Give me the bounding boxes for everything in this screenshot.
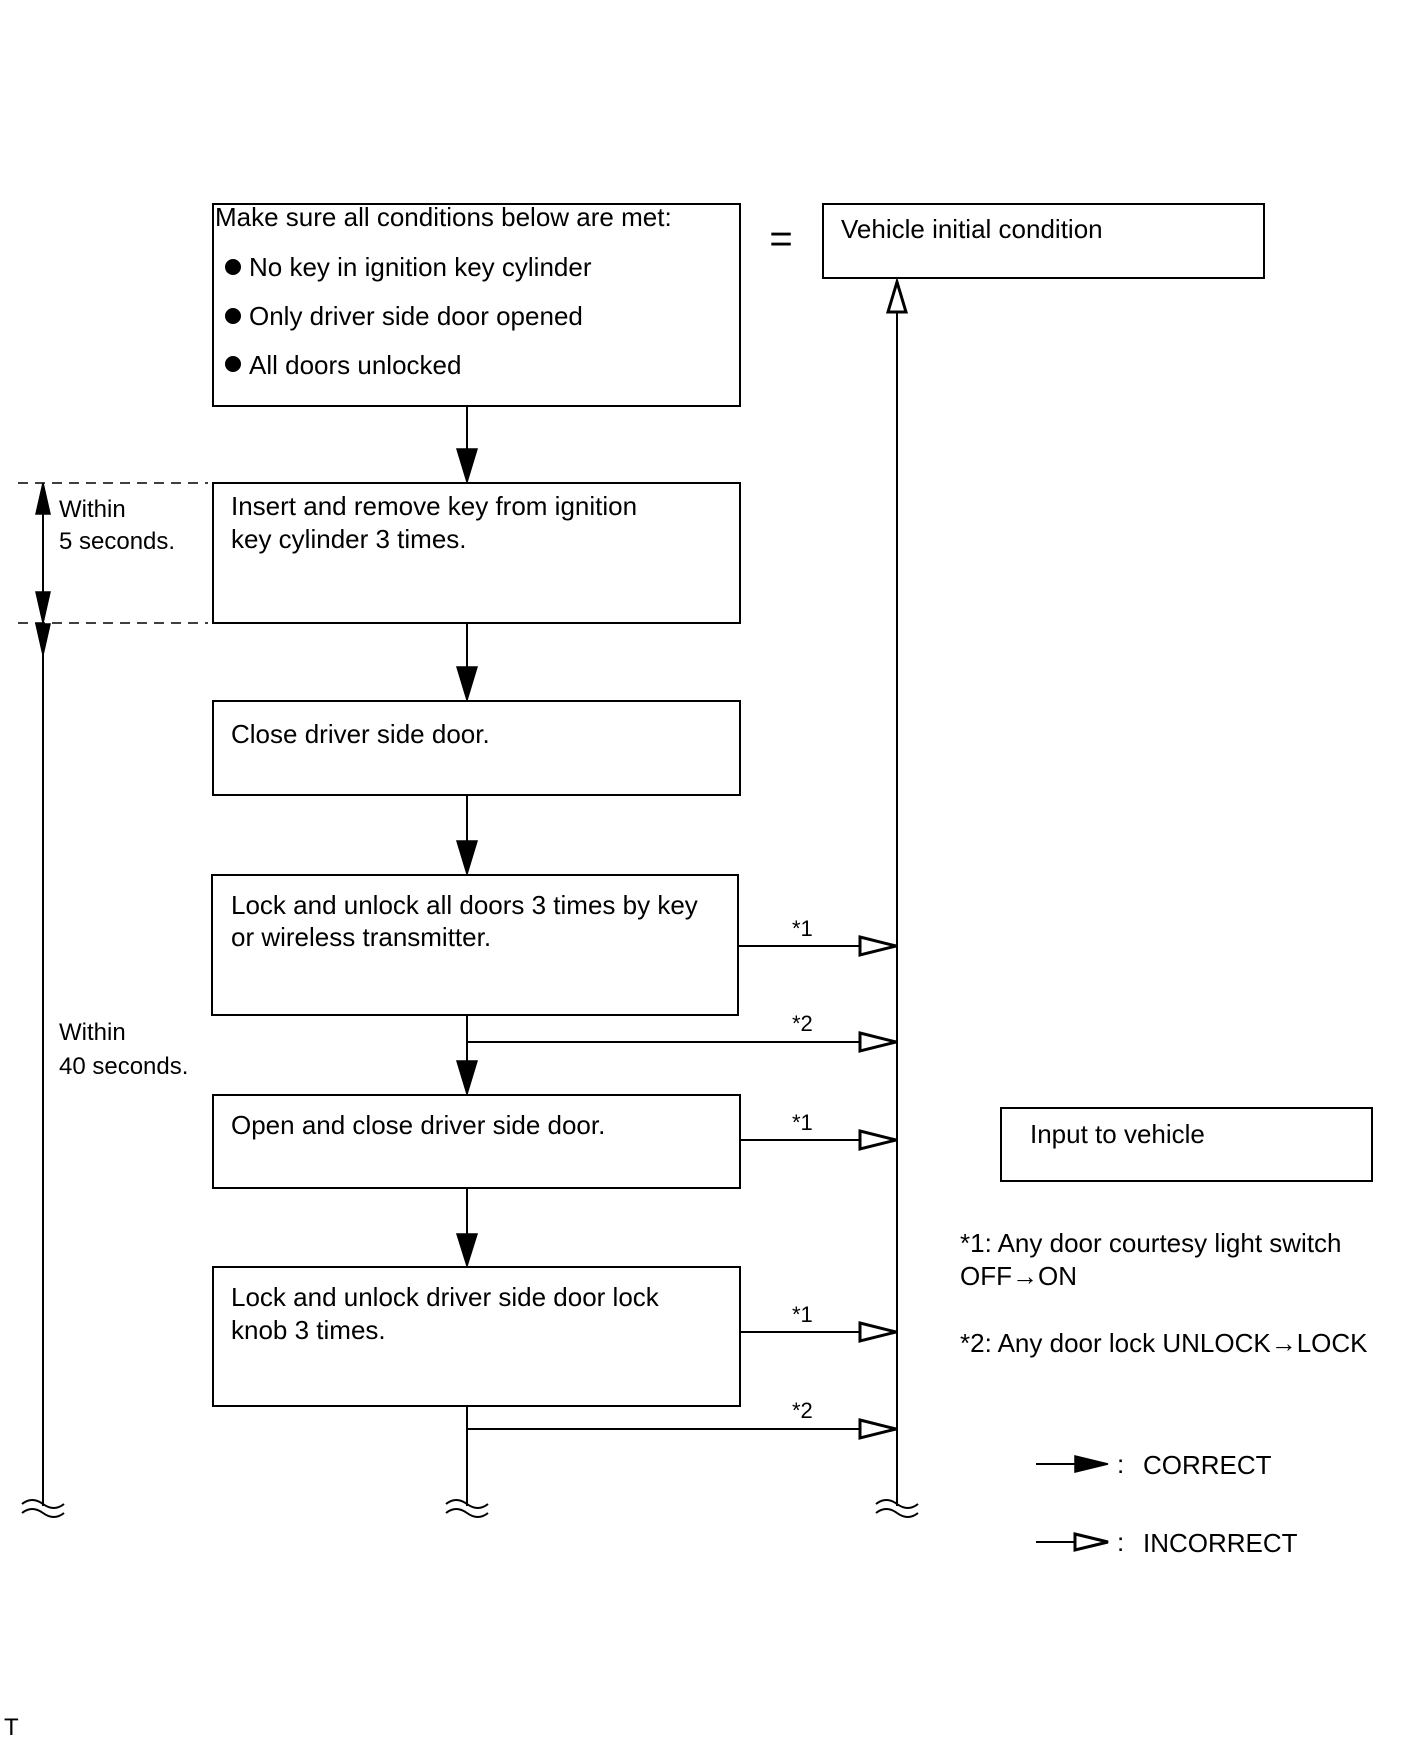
dimension-arrow-up-icon	[35, 623, 51, 656]
legend-correct: : CORRECT	[1036, 1449, 1272, 1480]
step-text: Open and close driver side door.	[231, 1110, 605, 1140]
footnote-text: *1: Any door courtesy light switch	[960, 1228, 1342, 1258]
step-box-insert-remove-key: Insert and remove key from ignition key …	[212, 482, 741, 624]
step-text: Close driver side door.	[231, 719, 490, 749]
branch-label: *2	[792, 1398, 813, 1423]
dimension-arrow-down-icon	[35, 591, 51, 624]
incorrect-arrowhead-icon	[858, 1031, 897, 1053]
conditions-heading: Make sure all conditions below are met:	[215, 202, 672, 232]
vehicle-initial-condition-box: Vehicle initial condition	[822, 203, 1265, 279]
incorrect-branch-1: *1	[738, 916, 897, 957]
timing-label: Within	[59, 1019, 126, 1046]
legend: : CORRECT : INCORRECT	[1036, 1449, 1298, 1558]
step-text: Lock and unlock all doors 3 times by key	[231, 890, 698, 920]
vehicle-initial-condition-label: Vehicle initial condition	[841, 214, 1103, 244]
incorrect-arrowhead-icon	[858, 935, 897, 957]
break-mark-icon	[21, 1508, 65, 1518]
step-text: or wireless transmitter.	[231, 922, 491, 952]
branch-label: *1	[792, 1302, 813, 1327]
step-box-lock-unlock-knob: Lock and unlock driver side door lock kn…	[212, 1266, 741, 1407]
footnotes: *1: Any door courtesy light switch OFF→O…	[960, 1228, 1368, 1358]
correct-arrowhead-icon	[455, 1060, 479, 1097]
solid-arrow-icon	[1074, 1455, 1109, 1473]
timing-label: Within	[59, 496, 126, 523]
incorrect-return-line	[885, 276, 909, 1506]
correct-arrowhead-icon	[455, 840, 479, 877]
correct-arrowhead-icon	[455, 1233, 479, 1269]
legend-separator: :	[1117, 1527, 1124, 1557]
timing-label: 5 seconds.	[59, 528, 175, 555]
correct-arrowhead-icon	[455, 666, 479, 703]
step-text: knob 3 times.	[231, 1315, 386, 1345]
incorrect-arrowhead-icon	[885, 276, 909, 314]
corner-mark: T	[4, 1714, 19, 1741]
equals-sign: =	[769, 217, 792, 261]
legend-separator: :	[1117, 1449, 1124, 1479]
bullet-icon	[225, 308, 241, 324]
footnote-text: OFF→ON	[960, 1261, 1077, 1291]
step-text: key cylinder 3 times.	[231, 524, 467, 554]
legend-label: CORRECT	[1143, 1450, 1272, 1480]
condition-item: Only driver side door opened	[249, 301, 583, 331]
hollow-arrow-icon	[1073, 1532, 1109, 1552]
step-box-open-close-door: Open and close driver side door.	[212, 1094, 741, 1189]
footnote-text: *2: Any door lock UNLOCK→LOCK	[960, 1328, 1368, 1358]
step-box-lock-unlock-all-doors: Lock and unlock all doors 3 times by key…	[211, 874, 739, 1016]
incorrect-branch-4: *1	[740, 1302, 897, 1343]
incorrect-arrowhead-icon	[858, 1418, 897, 1440]
timing-label: 40 seconds.	[59, 1053, 188, 1080]
legend-incorrect: : INCORRECT	[1036, 1527, 1298, 1558]
break-mark-icon	[445, 1499, 489, 1509]
bullet-icon	[225, 259, 241, 275]
condition-item: All doors unlocked	[249, 350, 461, 380]
timing-40-seconds: Within 40 seconds.	[35, 623, 188, 1506]
legend-label: INCORRECT	[1143, 1528, 1298, 1558]
bullet-icon	[225, 356, 241, 372]
break-marks	[21, 1499, 919, 1518]
condition-item: No key in ignition key cylinder	[249, 252, 592, 282]
incorrect-arrowhead-icon	[858, 1129, 897, 1151]
break-mark-icon	[21, 1499, 65, 1509]
break-mark-icon	[875, 1508, 919, 1518]
incorrect-arrowhead-icon	[858, 1321, 897, 1343]
timing-5-seconds: Within 5 seconds.	[18, 482, 208, 624]
dimension-arrow-up-icon	[35, 482, 51, 515]
main-flow-connectors	[455, 406, 479, 1506]
step-text: Insert and remove key from ignition	[231, 491, 637, 521]
step-box-close-door: Close driver side door.	[212, 700, 741, 796]
step-text: Lock and unlock driver side door lock	[231, 1282, 660, 1312]
input-to-vehicle-box: Input to vehicle	[1000, 1107, 1373, 1182]
break-mark-icon	[875, 1499, 919, 1509]
break-mark-icon	[445, 1508, 489, 1518]
branch-label: *2	[792, 1011, 813, 1036]
incorrect-branch-3: *1	[740, 1110, 897, 1151]
incorrect-branch-2: *2	[467, 1011, 897, 1053]
conditions-box: Make sure all conditions below are met: …	[212, 202, 741, 407]
incorrect-branch-5: *2	[467, 1398, 897, 1440]
branch-label: *1	[792, 916, 813, 941]
branch-label: *1	[792, 1110, 813, 1135]
correct-arrowhead-icon	[455, 448, 479, 485]
input-to-vehicle-label: Input to vehicle	[1030, 1119, 1205, 1149]
